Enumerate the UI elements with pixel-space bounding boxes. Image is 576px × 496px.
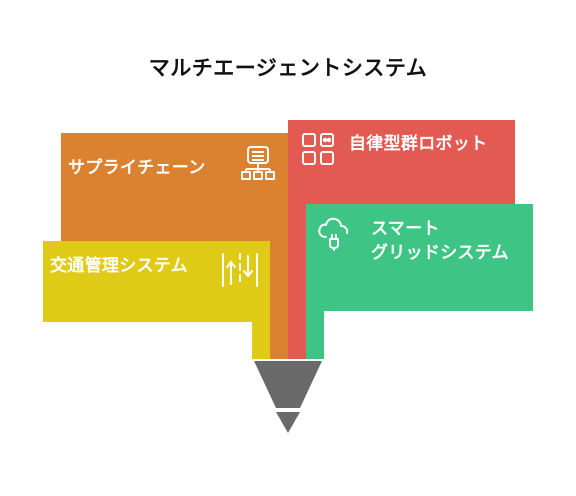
road-lanes-icon: [222, 253, 258, 287]
smart-grid-label-line-2: グリッドシステム: [371, 243, 509, 263]
supply-chain-network-icon: [241, 146, 275, 180]
robot-swarm-block: [288, 120, 515, 359]
robot-swarm-label: 自律型群ロボット: [349, 134, 488, 154]
supply-chain-label: サプライチェーン: [68, 158, 206, 178]
supply-chain-block: [61, 133, 288, 359]
traffic-management-label: 交通管理システム: [50, 256, 188, 276]
robot-grid-icon: [302, 133, 334, 165]
funnel-top-segment: [254, 361, 322, 408]
funnel-bottom-tip: [276, 412, 300, 433]
traffic-block: [43, 241, 270, 359]
smart-grid-label-line-1: スマート: [371, 219, 440, 239]
diagram-title: マルチエージェントシステム: [148, 56, 428, 80]
smart-grid-block: [306, 204, 533, 359]
cloud-plug-icon: [318, 217, 349, 251]
